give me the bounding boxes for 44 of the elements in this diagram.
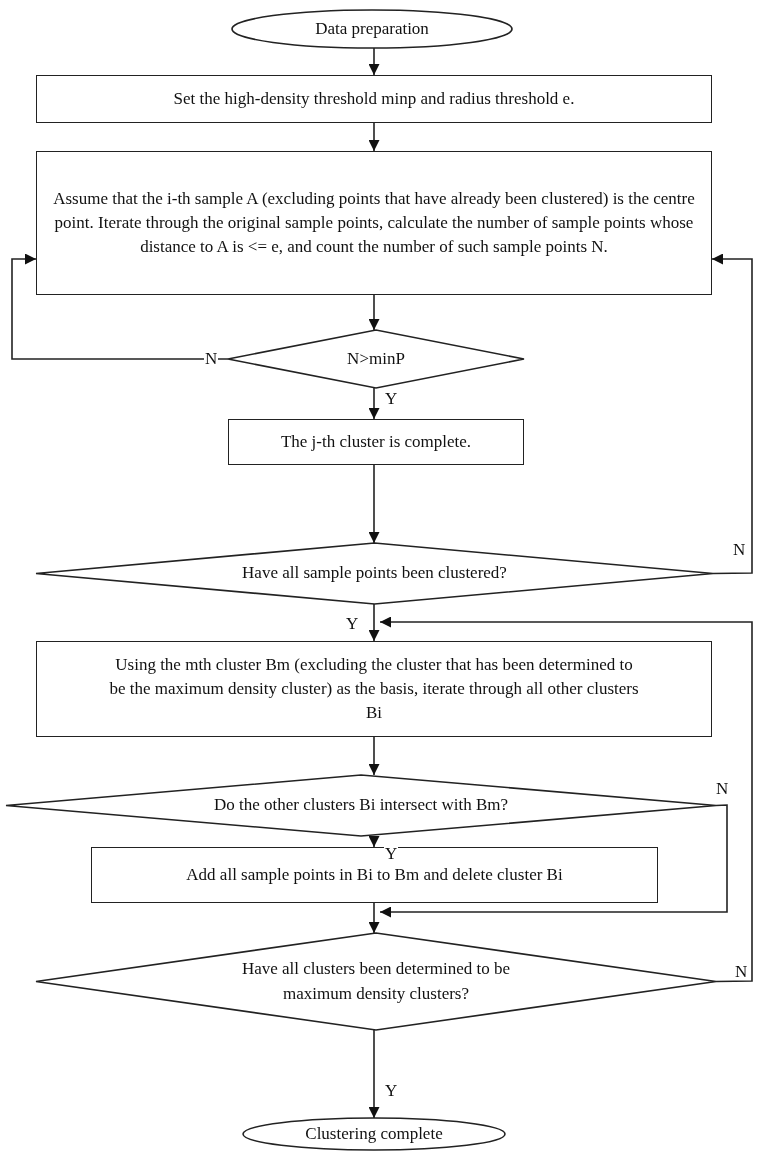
decision-diamond (228, 330, 524, 388)
node-text: N>minP (346, 347, 406, 370)
node-text: Have all sample points been clustered? (241, 562, 508, 585)
arrow (368, 736, 380, 776)
terminal-ellipse (243, 1118, 505, 1150)
node-text: Do the other clusters Bi intersect with Bm? (212, 794, 510, 817)
edge-label: Y (384, 1082, 399, 1099)
arrow (368, 47, 380, 76)
arrow (11, 253, 229, 360)
arrow (368, 464, 380, 544)
edge-label: N (715, 780, 730, 797)
node-text: Clustering complete (304, 1122, 444, 1145)
node-text: Using the mth cluster Bm (excluding the cluster that has been determined to be the maximum density cluster) as the basis, iterate through all other clusters Bi (108, 653, 640, 725)
process-box (228, 419, 524, 465)
arrow (368, 294, 380, 331)
arrow (368, 902, 380, 934)
node-text: Assume that the i-th sample A (excluding points that have already been clustered) is the centre point. Iterate through the original sample points, calculate the number of sample points whose distance to A is <= e, and count the number of such sample points N. (52, 187, 696, 259)
edge-label: N (734, 963, 749, 980)
edge-label: N (204, 350, 219, 367)
edge-label: Y (384, 845, 399, 862)
process-box (36, 641, 712, 737)
edge-label: N (732, 541, 747, 558)
decision-diamond (6, 775, 716, 836)
process-box (91, 847, 658, 903)
arrow (368, 835, 380, 848)
arrow (368, 387, 380, 420)
decision-diamond (36, 543, 713, 604)
node-text: Have all clusters been determined to be maximum density clusters? (240, 958, 512, 1005)
arrow (379, 804, 728, 918)
decision-diamond (36, 933, 716, 1030)
edge-label: Y (384, 390, 399, 407)
process-box (36, 151, 712, 295)
node-text: Data preparation (314, 17, 430, 40)
process-box (36, 75, 712, 123)
arrow (711, 253, 753, 575)
arrow (368, 603, 380, 642)
arrow (368, 1029, 380, 1119)
arrow (368, 122, 380, 152)
terminal-ellipse (232, 10, 512, 48)
node-text: Add all sample points in Bi to Bm and delete cluster Bi (185, 863, 564, 886)
node-text: Set the high-density threshold minp and radius threshold e. (172, 87, 576, 110)
edge-label: Y (345, 615, 360, 632)
node-text: The j-th cluster is complete. (279, 430, 473, 453)
arrow (379, 616, 753, 983)
